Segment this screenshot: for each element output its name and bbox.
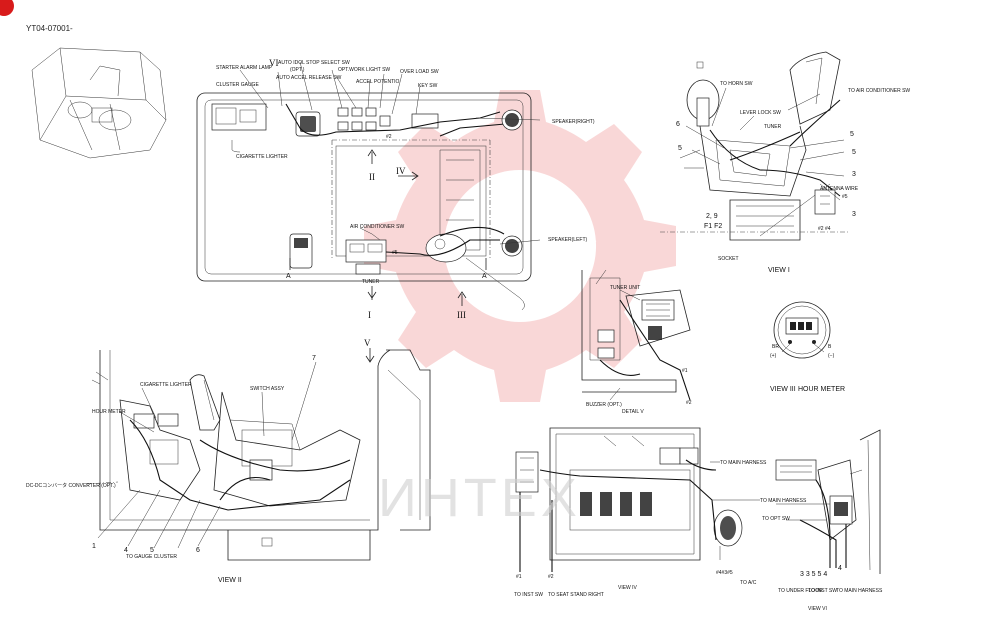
label-n4-v6: 4 [838,565,842,572]
subtitle-hour-meter: HOUR METER [798,386,845,393]
label-br: BR [772,344,779,350]
label-key-sw: KEY SW [418,83,438,89]
label-auto-accel-release: AUTO ACCEL RELEASE SW [276,75,342,81]
label-h5-view1: #5 [842,194,848,200]
label-hour-meter-v2: HOUR METER [92,409,126,415]
view-1: TO HORN SW TO AIR CONDITIONER SW LEVER L… [660,51,910,274]
label-b: B [828,344,832,350]
label-to-seat-stand-right: TO SEAT STAND RIGHT [548,592,604,598]
label-to-main-harness-v4: TO MAIN HARNESS [720,460,767,466]
label-to-under-floor: TO UNDER FLOOR [778,588,823,594]
label-n4-v2: 4 [124,547,128,554]
label-to-main-harness-v6-2: TO MAIN HARNESS [836,588,883,594]
label-n5-v2: 5 [150,547,154,554]
top-view: STARTER ALARM LAMP VI AUTO IDOL STOP SEL… [196,58,595,320]
label-antenna-wire: ANTENNA WIRE [820,186,859,192]
label-auto-idle-stop: AUTO IDOL STOP SELECT SW [278,60,350,66]
label-n3a-view1: 3 [852,171,856,178]
label-minus: (−) [828,353,835,359]
title-view-4: VIEW IV [618,585,638,591]
label-air-conditioner-sw: AIR CONDITIONER SW [350,224,404,230]
label-n5a-view1: 5 [678,145,682,152]
label-lever-lock: LEVER LOCK SW [740,110,781,116]
label-hash-2-top: #2 [386,134,392,140]
view-6: TO MAIN HARNESS TO OPT SW TO UNDER FLOOR… [760,429,883,612]
view-2: CIGARETTE LIGHTER HOUR METER SWITCH ASSY… [26,338,431,584]
label-to-main-harness-v6: TO MAIN HARNESS [760,498,807,504]
label-nums-v6: 3 3 5 5 4 [800,571,827,578]
label-cigarette-lighter-v2: CIGARETTE LIGHTER [140,382,192,388]
label-to-inst-sw-v4: TO INST SW [514,592,543,598]
watermark-gear-logo [364,90,676,402]
label-starter-alarm-lamp: STARTER ALARM LAMP [216,65,273,71]
label-n7-v2: 7 [312,355,316,362]
label-speaker-right: SPEAKER(RIGHT) [552,119,595,125]
title-view-2: VIEW II [218,577,242,584]
label-switch-assy: SWITCH ASSY [250,386,285,392]
label-roman-iii: III [457,310,466,320]
label-h2-detail: #2 [686,400,692,406]
label-a-right: A [482,273,487,280]
title-view-1: VIEW I [768,267,790,274]
watermark-text: ИНТЕХ [378,468,581,528]
title-detail-v: DETAIL V [622,409,644,415]
label-to-ac: TO A/C [740,580,757,586]
label-accel-potentio: ACCEL POTENTIO [356,79,400,85]
label-opt: (OPT.) [290,67,305,73]
label-tuner-view1: TUNER [764,124,782,130]
label-cluster-gauge: CLUSTER GAUGE [216,82,259,88]
label-plus: (+) [770,353,777,359]
label-to-horn-sw: TO HORN SW [720,81,753,87]
label-speaker-left: SPEAKER(LEFT) [548,237,588,243]
title-view-3: VIEW III [770,386,796,393]
label-roman-iv: IV [396,166,406,176]
label-tuner-unit: TUNER UNIT [610,285,640,291]
label-socket: SOCKET [718,256,739,262]
label-roman-v: V [364,338,371,348]
cab-iso-sketch [31,47,167,159]
label-h2-4-view1: #2 #4 [818,226,831,232]
title-view-6: VIEW VI [808,606,827,612]
label-n29-view1: 2, 9 [706,213,718,220]
corner-badge [0,0,14,16]
label-h2-v4: #2 [548,574,554,580]
label-h1-detail: #1 [682,368,688,374]
label-buzzer: BUZZER (OPT.) [586,402,622,408]
detail-v: TUNER UNIT BUZZER (OPT.) #1 #2 DETAIL V [581,269,692,415]
view-3-hour-meter: BR B (+) (−) VIEW III HOUR METER [770,301,845,393]
label-opt-work-light: OPT.WORK LIGHT SW [338,67,390,73]
label-f1f2: F1 F2 [704,223,722,230]
label-tuner-top: TUNER [362,279,380,285]
label-roman-ii: II [369,172,375,182]
label-to-air-conditioner: TO AIR CONDITIONER SW [848,88,910,94]
label-to-gauge-cluster: TO GAUGE CLUSTER [126,554,177,560]
label-hash-5-top: #5 [392,250,398,256]
view-4: TO MAIN HARNESS TO INST SW TO SEAT STAND… [514,427,767,598]
label-n1-v2: 1 [92,543,96,550]
label-h4h3h5: #4#3#5 [716,570,733,576]
label-n5c-view1: 5 [852,149,856,156]
document-id: YT04-07001- [26,24,73,33]
label-roman-i: I [368,310,371,320]
label-n3b-view1: 3 [852,211,856,218]
label-a-left: A [286,273,291,280]
label-over-load: OVER LOAD SW [400,69,439,75]
label-n6-v2: 6 [196,547,200,554]
label-h1-v4: #1 [516,574,522,580]
label-to-inst-sw-v6: TO INST SW [808,588,837,594]
label-n5b-view1: 5 [850,131,854,138]
label-roman-vi: VI [269,58,279,68]
label-dcdc-converter: DC-DCコンバータ CONVERTER (OPT.) [26,482,116,489]
label-cigarette-lighter-top: CIGARETTE LIGHTER [236,154,288,160]
label-to-opt-sw: TO OPT SW [762,516,790,522]
label-n6-view1: 6 [676,121,680,128]
